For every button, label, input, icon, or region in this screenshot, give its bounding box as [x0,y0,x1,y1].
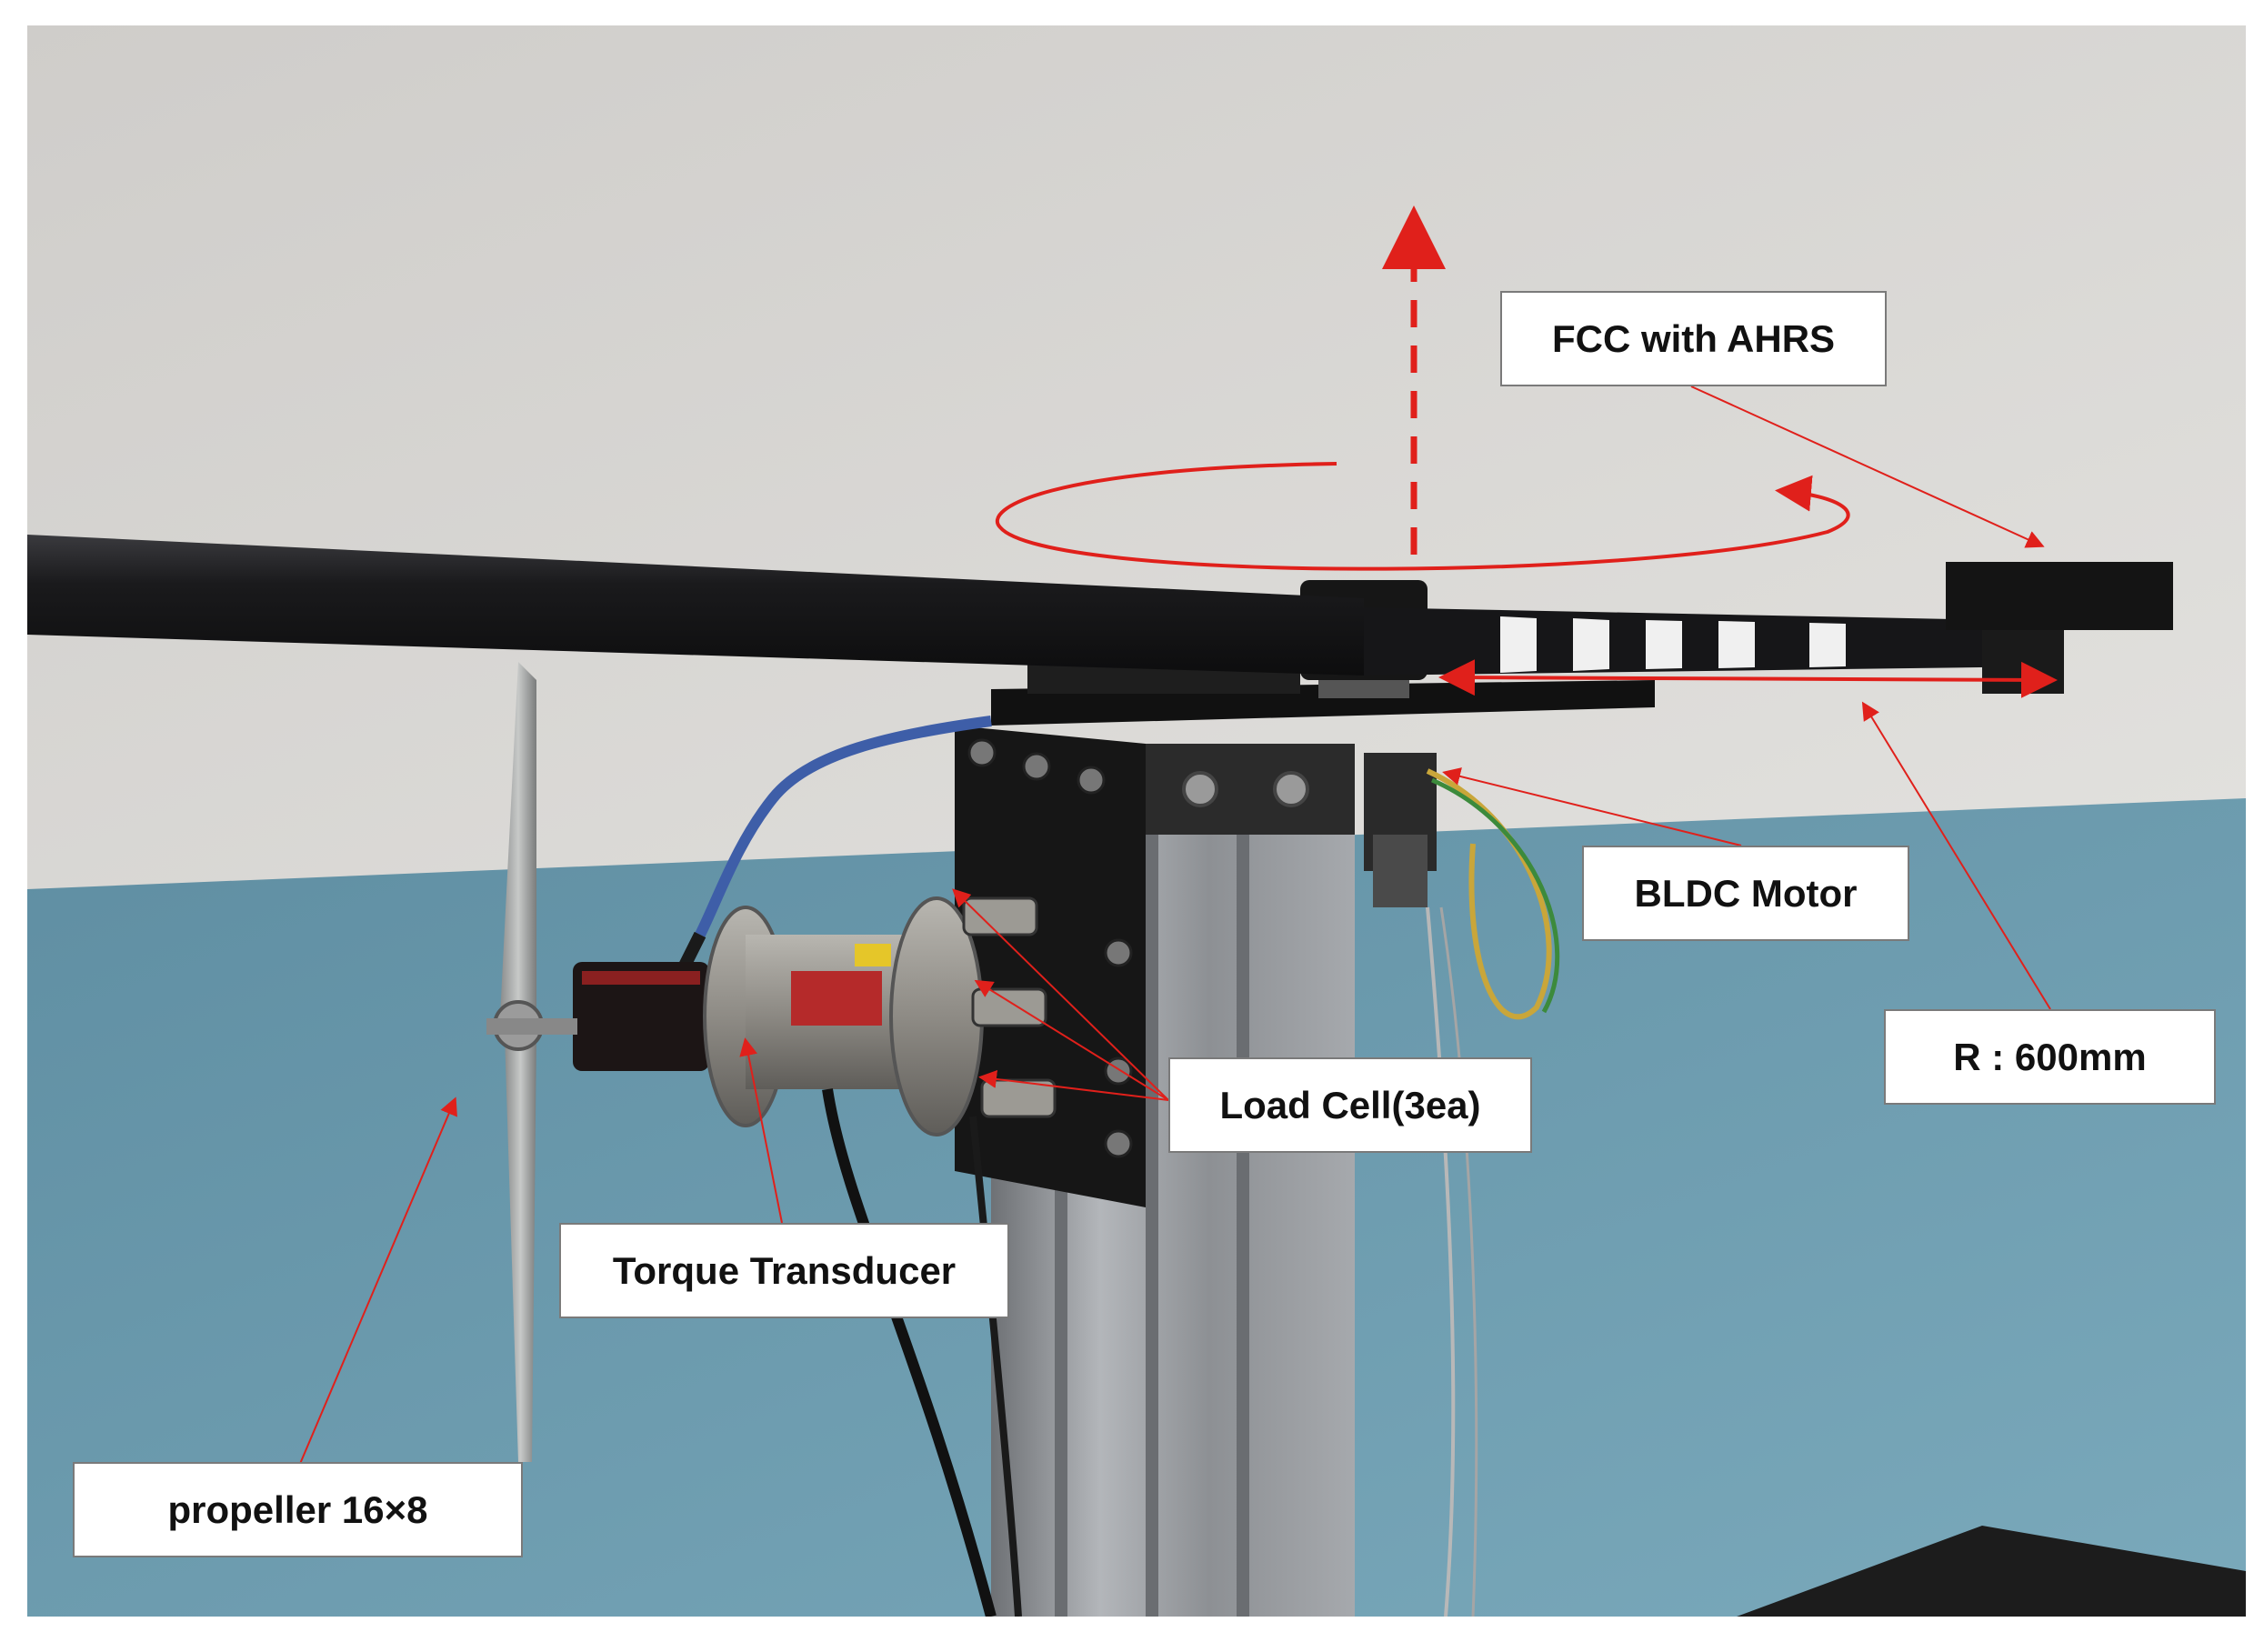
motor-housing [573,962,709,1071]
bldc-motor-label: BLDC Motor [1582,846,1909,941]
radius-label: R : 600mm [1884,1009,2216,1105]
fcc-box [1946,562,2173,630]
test-rig-scene [27,25,2246,1617]
fcc-label: FCC with AHRS [1500,291,1887,386]
test-rig-photo [27,25,2246,1617]
load-cell-label: Load Cell(3ea) [1168,1057,1532,1153]
propeller-label: propeller 16×8 [73,1462,523,1557]
propeller-blade-lower [505,1035,536,1462]
table-corner [1737,1526,2246,1617]
torque-transducer-label: Torque Transducer [559,1223,1009,1318]
carbon-boom [27,535,1364,676]
propeller-blade-upper [500,662,536,1016]
